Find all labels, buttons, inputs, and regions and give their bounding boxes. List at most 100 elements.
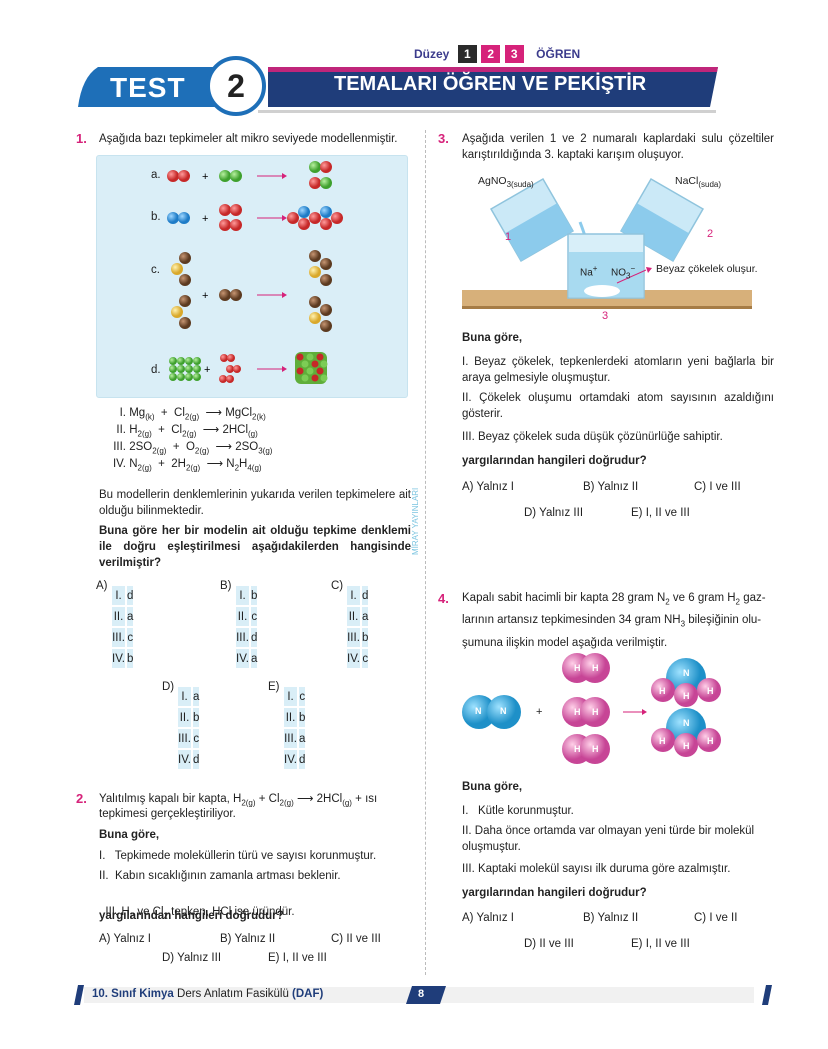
q2-option-a[interactable]: A) Yalnız I (99, 933, 151, 945)
q2-option-c[interactable]: C) II ve III (331, 933, 381, 945)
h2-label-1b: H (592, 663, 599, 673)
precipitate-label: Beyaz çökelek oluşur. (656, 263, 758, 275)
level-1: 1 (457, 45, 477, 63)
nh3-h-label-1a: H (659, 686, 666, 696)
q4-option-b[interactable]: B) Yalnız II (583, 912, 639, 924)
level-3: 3 (504, 45, 524, 63)
nh3-h-label-2a: H (659, 736, 666, 746)
header-banner (78, 63, 718, 108)
ammonia-model (462, 653, 721, 764)
learn-label: ÖĞREN (536, 47, 581, 61)
q4-statement-3: III. Kaptaki molekül sayısı ilk duruma g… (462, 863, 731, 875)
beaker-2-number: 2 (707, 228, 714, 240)
h2-label-3a: H (574, 744, 581, 754)
footer-shape (74, 985, 772, 1005)
q2-number: 2. (76, 791, 87, 806)
q2-question: yargılarından hangileri doğrudur? (99, 910, 284, 922)
q4-molecule-diagram (462, 650, 778, 775)
q1-question: Buna göre her bir modelin ait olduğu tep… (99, 525, 411, 569)
ion-na: Na+ (580, 264, 598, 279)
nh3-n-label-2: N (683, 718, 690, 728)
level-2: 2 (481, 45, 501, 63)
model-b-label: b. (151, 211, 161, 223)
svg-text:+: + (202, 290, 208, 302)
model-a-label: a. (151, 169, 161, 181)
nh3-h-label-1c: H (707, 686, 714, 696)
beaker-1-number: 1 (505, 231, 512, 243)
model-c: + (171, 250, 332, 332)
equation-row: I. Mg(k) + Cl2(g) ⟶ MgCl2(k) (119, 407, 266, 422)
page-title: TEMALARI ÖĞREN VE PEKİŞTİR (334, 73, 647, 95)
q3-option-c[interactable]: C) I ve III (694, 481, 741, 493)
ion-no3: NO3− (611, 264, 636, 281)
equation-row: IV. N2(g) + 2H2(g) ⟶ N2H4(g) (112, 458, 262, 473)
h2-label-2b: H (592, 707, 599, 717)
plus-sign: + (536, 706, 543, 718)
nh3-h-label-2c: H (707, 736, 714, 746)
beaker-3-number: 3 (602, 310, 609, 322)
h2-label-2a: H (574, 707, 581, 717)
equation-row: II. H2(g) + Cl2(g) ⟶ 2HCl(g) (116, 424, 258, 439)
q3-statement-3: III. Beyaz çökelek suda düşük çözünürlüğ… (462, 431, 723, 443)
q4-statement-1: I. Kütle korunmuştur. (462, 805, 574, 817)
beakers-illustration (462, 177, 752, 309)
q3-number: 3. (438, 131, 449, 146)
test-label: TEST (110, 72, 186, 103)
q2-statement-1: I. Tepkimede moleküllerin türü ve sayısı… (99, 850, 377, 862)
q4-question: yargılarından hangileri doğrudur? (462, 887, 647, 899)
q2-option-e[interactable]: E) I, II ve III (268, 952, 327, 964)
side-publisher-label: MİRAY YAYINLARI (411, 487, 420, 555)
q1-text: Aşağıda bazı tepkimeler alt mikro seviye… (99, 133, 398, 145)
q1-number: 1. (76, 131, 87, 146)
level-label: Düzey (414, 47, 450, 61)
nh3-n-label-1: N (683, 668, 690, 678)
q4-option-d[interactable]: D) II ve III (524, 938, 574, 950)
q4-buna: Buna göre, (462, 781, 523, 793)
q4-option-c[interactable]: C) I ve II (694, 912, 738, 924)
level-indicator: Düzey 1 2 3 ÖĞREN (414, 45, 580, 65)
q1-model-diagram: + + + (167, 161, 343, 384)
q2-text: Yalıtılmış kapalı bir kapta, H2(g) + Cl2… (99, 793, 378, 808)
q2-option-d[interactable]: D) Yalnız III (162, 952, 222, 964)
column-divider (425, 130, 427, 975)
q4-option-a[interactable]: A) Yalnız I (462, 912, 514, 924)
q2-statement-3: III. H2 ve Cl2 tepken, HCl ise üründür. (105, 906, 295, 921)
nh3-h-label-2b: H (683, 741, 690, 751)
test-number-badge: 2 (206, 56, 266, 116)
footer-bar (74, 985, 774, 1005)
model-b: + (167, 204, 343, 231)
q1-text2: Bu modellerin denklemlerinin yukarıda ve… (99, 489, 411, 517)
n2-atom-label-1: N (475, 706, 482, 716)
h2-label-1a: H (574, 663, 581, 673)
model-a: + (167, 161, 332, 189)
svg-text:+: + (202, 213, 208, 225)
q1-model-panel: + + + (96, 155, 408, 398)
q3-text: Aşağıda verilen 1 ve 2 numaralı kaplarda… (462, 133, 774, 161)
q3-option-e[interactable]: E) I, II ve III (631, 507, 690, 519)
q4-option-e[interactable]: E) I, II ve III (631, 938, 690, 950)
header-underline (258, 110, 716, 113)
page-number: 8 (418, 988, 425, 1000)
q3-option-a[interactable]: A) Yalnız I (462, 481, 514, 493)
q4-number: 4. (438, 591, 449, 606)
q4-statement-2: II. Daha önce ortamda var olmayan yeni t… (462, 825, 755, 853)
footer-label: 10. Sınıf Kimya Ders Anlatım Fasikülü (D… (92, 988, 324, 1000)
q2-text2: tepkimesi gerçekleştiriliyor. (99, 808, 236, 820)
q3-buna: Buna göre, (462, 332, 523, 344)
h2-label-3b: H (592, 744, 599, 754)
svg-text:+: + (204, 364, 210, 376)
banner-shape (78, 67, 718, 107)
label-agno3: AgNO3(suda) (478, 175, 534, 190)
q3-question: yargılarından hangileri doğrudur? (462, 455, 647, 467)
q3-option-d[interactable]: D) Yalnız III (524, 507, 584, 519)
q3-beaker-diagram (462, 170, 774, 330)
q3-statement-2: II. Çökelek oluşumu ortamdaki atom sayıs… (462, 392, 774, 420)
nh3-h-label-1b: H (683, 691, 690, 701)
q2-option-b[interactable]: B) Yalnız II (220, 933, 276, 945)
q2-buna: Buna göre, (99, 829, 160, 841)
q1-equations: I. Mg(k) + Cl2(g) ⟶ MgCl2(k) II. H2(g) +… (104, 405, 414, 473)
q3-statement-1: I. Beyaz çökelek, tepkenlerdeki atomları… (462, 356, 774, 384)
q3-option-b[interactable]: B) Yalnız II (583, 481, 639, 493)
label-nacl: NaCl(suda) (675, 175, 722, 190)
q4-text: Kapalı sabit hacimli bir kapta 28 gram N… (462, 592, 766, 649)
